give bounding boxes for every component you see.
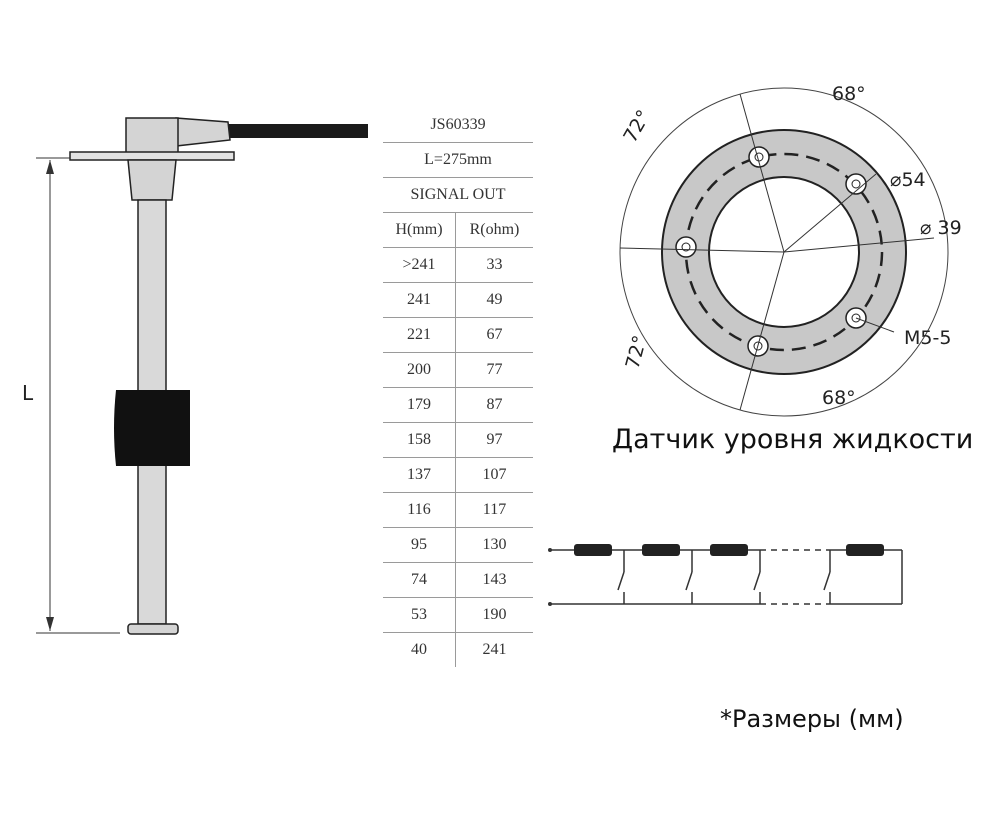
bolt-hole <box>748 146 770 168</box>
angle-bottom-left: 72° <box>622 333 652 371</box>
resistor <box>574 544 612 556</box>
table-col-r: R(ohm) <box>455 212 533 248</box>
table-cell-r: 241 <box>455 632 533 667</box>
table-signal: SIGNAL OUT <box>383 177 533 213</box>
dia-inner-label: ⌀ 39 <box>920 217 962 239</box>
circuit-diagram <box>548 544 903 606</box>
table-cell-h: 200 <box>383 352 456 388</box>
radial-line <box>783 173 877 253</box>
angle-top-left: 72° <box>619 106 655 146</box>
radial-line <box>739 93 785 253</box>
table-model: JS60339 <box>430 116 486 133</box>
table-cell-h: 158 <box>383 422 456 458</box>
table-cell-r: 77 <box>455 352 533 388</box>
flange-drawing: 68° 72° 72° 68° ⌀54 ⌀ 39 M5-5 <box>619 83 962 417</box>
thread-label: M5-5 <box>904 327 951 349</box>
dia-outer-label: ⌀54 <box>890 169 926 191</box>
bolt-hole <box>675 236 697 258</box>
reed-switch <box>823 550 831 604</box>
table-cell-r: 67 <box>455 317 533 353</box>
sensor-cable <box>228 124 368 138</box>
table-cell-h: 221 <box>383 317 456 353</box>
bolt-hole <box>845 173 867 195</box>
radial-line <box>783 237 935 253</box>
table-cell-h: 95 <box>383 527 456 563</box>
table-cell-r: 117 <box>455 492 533 528</box>
reed-switch <box>685 550 693 604</box>
angle-top-right: 68° <box>832 83 866 105</box>
table-cell-r: 107 <box>455 457 533 493</box>
table-cell-h: 40 <box>383 632 456 667</box>
sensor-head <box>125 117 179 155</box>
sensor-connector <box>175 117 231 147</box>
spec-table: JS60339 L=275mm SIGNAL OUT H(mm) R(ohm) … <box>383 108 533 667</box>
table-cell-h: >241 <box>383 247 456 283</box>
reed-switch <box>753 550 761 604</box>
resistor <box>710 544 748 556</box>
table-cell-h: 116 <box>383 492 456 528</box>
sensor-neck <box>127 159 177 201</box>
radial-line <box>739 251 785 411</box>
table-cell-r: 143 <box>455 562 533 598</box>
table-cell-r: 49 <box>455 282 533 318</box>
resistor <box>642 544 680 556</box>
angle-bottom-right: 68° <box>822 387 856 409</box>
table-cell-h: 137 <box>383 457 456 493</box>
page-title: Датчик уровня жидкости <box>612 424 974 455</box>
terminal <box>548 602 552 606</box>
table-cell-h: 74 <box>383 562 456 598</box>
terminal <box>548 548 552 552</box>
leader-line <box>855 317 895 333</box>
angle-arc <box>619 87 949 417</box>
table-cell-h: 179 <box>383 387 456 423</box>
sensor-end-cap <box>127 623 179 635</box>
sensor-mount-plate <box>69 151 235 161</box>
table-cell-h: 241 <box>383 282 456 318</box>
table-cell-r: 33 <box>455 247 533 283</box>
dim-l-label: L <box>22 381 34 405</box>
dim-arrow-bottom <box>46 617 54 631</box>
table-cell-r: 87 <box>455 387 533 423</box>
sensor-drawing: L <box>22 117 368 635</box>
radial-line <box>619 247 785 253</box>
table-length: L=275mm <box>383 142 533 178</box>
dim-arrow-top <box>46 160 54 174</box>
resistor <box>846 544 884 556</box>
dimensions-note: *Размеры (мм) <box>720 705 904 733</box>
table-cell-r: 97 <box>455 422 533 458</box>
reed-switch <box>617 550 625 604</box>
table-cell-r: 130 <box>455 527 533 563</box>
table-cell-h: 53 <box>383 597 456 633</box>
table-cell-r: 190 <box>455 597 533 633</box>
table-col-h: H(mm) <box>383 212 456 248</box>
bolt-circle <box>684 152 884 352</box>
sensor-float <box>114 390 190 466</box>
